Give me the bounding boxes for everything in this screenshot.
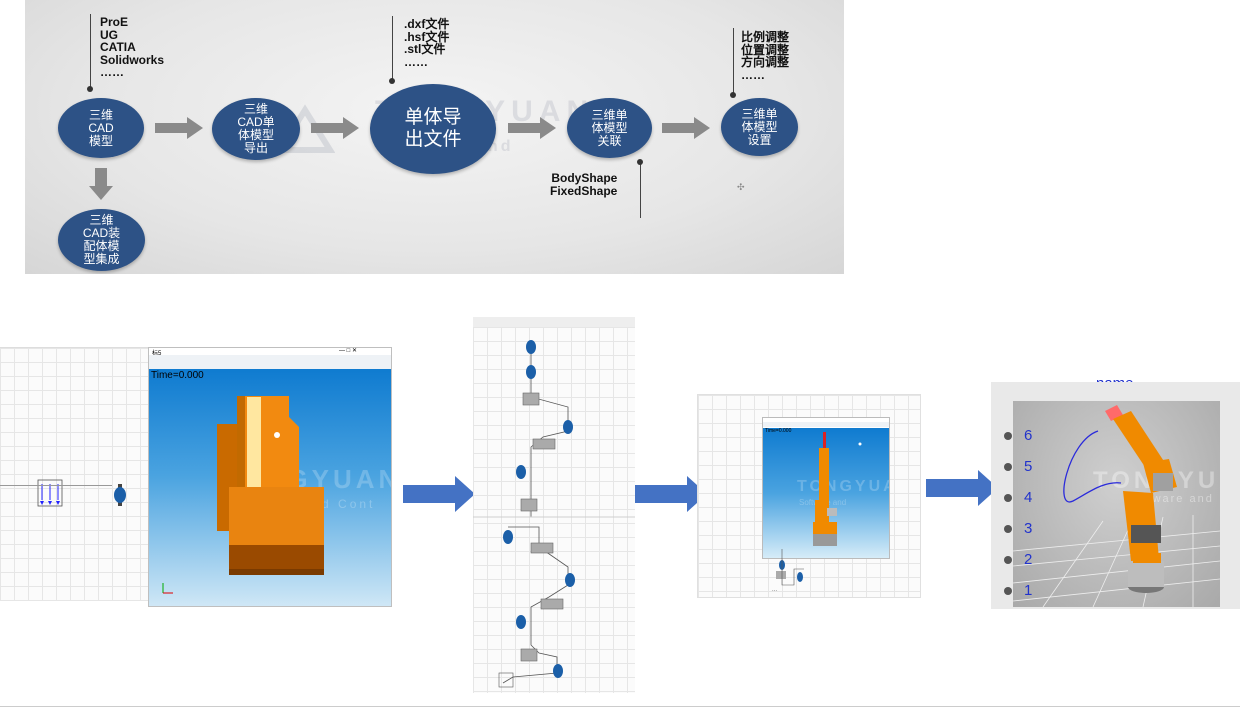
level-dot[interactable] xyxy=(1004,463,1012,471)
level-dot[interactable] xyxy=(1004,494,1012,502)
flow-arrow-icon xyxy=(926,470,998,506)
level-dot[interactable] xyxy=(1004,587,1012,595)
flow-arrow-icon xyxy=(662,117,710,139)
level-dot[interactable] xyxy=(1004,432,1012,440)
level-dot[interactable] xyxy=(1004,556,1012,564)
cursor-icon: ✣ xyxy=(737,182,745,192)
robot-3d-view[interactable]: Time=0.000 TONGYUA Software and xyxy=(763,428,889,558)
node-settings: 三维单 体模型 设置 xyxy=(721,98,798,156)
level-label-5: 5 xyxy=(1024,458,1033,475)
body-shape-component-icon[interactable] xyxy=(112,484,128,506)
robot-arm-shape xyxy=(1063,405,1177,593)
flow-arrow-down-icon xyxy=(89,168,113,200)
level-label-3: 3 xyxy=(1024,520,1033,537)
connector-line xyxy=(392,16,393,80)
3d-part-shape xyxy=(162,396,324,594)
bottom-divider xyxy=(0,706,1240,707)
level-label-6: 6 xyxy=(1024,427,1033,444)
robot-sim-window: Time=0.000 TONGYUA Software and xyxy=(762,417,890,559)
component-chain-diagram xyxy=(473,317,635,693)
final-view-panel: TONGYUA Software and 6 5 4 3 2 1 xyxy=(991,382,1240,609)
level-label-4: 4 xyxy=(1024,489,1033,506)
robot-model-panel: Time=0.000 TONGYUA Software and ··· xyxy=(697,394,921,598)
flow-arrow-icon xyxy=(311,117,359,139)
connector-line xyxy=(640,162,641,218)
node-cad-export: 三维 CAD单 体模型 导出 xyxy=(212,98,300,160)
connector-dot xyxy=(389,78,395,84)
workflow-banner: TONGYUAN Software and ProE UG CATIA Soli… xyxy=(25,0,844,274)
robot-arm-shape xyxy=(813,432,862,546)
connection-line xyxy=(0,485,112,486)
world-frame-icon xyxy=(37,479,63,507)
connector-dot xyxy=(87,86,93,92)
level-dot[interactable] xyxy=(1004,525,1012,533)
flow-arrow-icon xyxy=(155,117,203,139)
robot-sub-diagram: ··· xyxy=(772,549,804,593)
connector-line xyxy=(733,28,734,94)
node-association: 三维单 体模型 关联 xyxy=(567,98,652,158)
shape-list: BodyShape FixedShape xyxy=(550,171,618,198)
node-export-file: 单体导 出文件 xyxy=(370,84,496,174)
time-label: Time=0.000 xyxy=(151,370,204,381)
time-label: Time=0.000 xyxy=(765,428,792,434)
flow-arrow-icon xyxy=(403,476,475,512)
model-diagram-panel xyxy=(0,347,148,601)
cad-software-list: ProE UG CATIA Solidworks …… xyxy=(100,15,165,79)
connector-line xyxy=(90,14,91,88)
level-label-1: 1 xyxy=(1024,582,1033,599)
simulation-toolbar[interactable] xyxy=(149,355,391,369)
window-title: 标5 xyxy=(152,351,162,357)
3d-view-canvas[interactable]: Time=0.000 TONGYUAN Software and Cont xyxy=(149,369,391,606)
node-assembly: 三维 CAD装 配体模 型集成 xyxy=(58,209,145,271)
svg-text:···: ··· xyxy=(772,588,777,593)
simulation-window: 标5 — □ ✕ Time=0.000 TONGYUAN Software an… xyxy=(148,347,392,607)
component-chain-shapes xyxy=(473,340,635,688)
level-label-2: 2 xyxy=(1024,551,1033,568)
final-3d-view[interactable]: TONGYUA Software and xyxy=(1013,401,1220,607)
file-type-list: .dxf文件 .hsf文件 .stl文件 …… xyxy=(404,17,450,69)
connector-dot xyxy=(730,92,736,98)
robot-sim-toolbar[interactable] xyxy=(763,422,889,427)
connector-dot xyxy=(637,159,643,165)
adjustment-list: 比例调整 位置调整 方向调整 …… xyxy=(741,30,790,82)
flow-arrow-icon xyxy=(635,476,707,512)
node-cad-model: 三维 CAD 模型 xyxy=(58,98,144,158)
window-controls[interactable]: — □ ✕ xyxy=(339,348,357,354)
flow-arrow-icon xyxy=(508,117,556,139)
